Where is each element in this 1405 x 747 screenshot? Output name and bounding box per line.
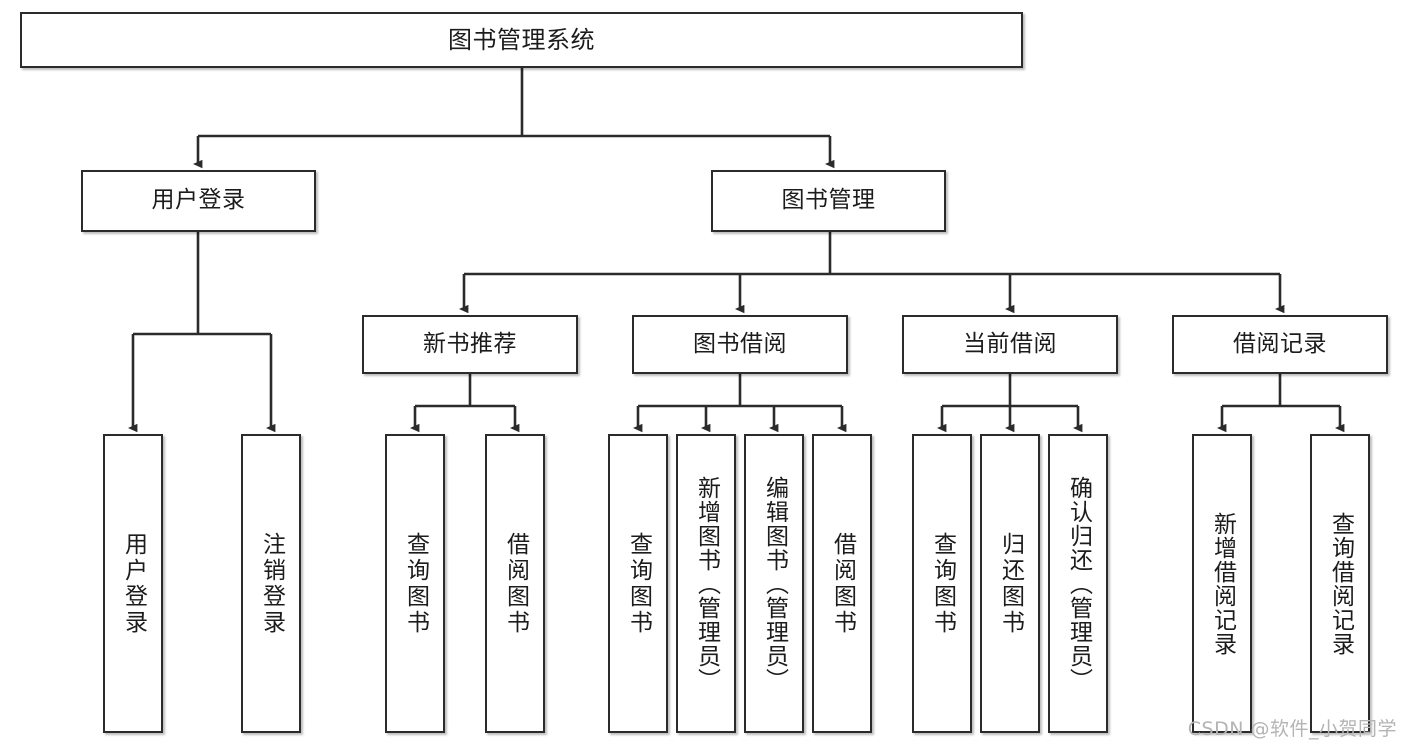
node-user-login[interactable]: 用户登录 xyxy=(81,170,316,232)
node-label: 注销登录 xyxy=(258,531,285,636)
node-label: 查询图书 xyxy=(625,531,652,636)
node-leaf-user-logout[interactable]: 注销登录 xyxy=(241,434,301,733)
node-leaf-query-borrow-record[interactable]: 查询借阅记录 xyxy=(1310,434,1370,733)
node-book-borrow[interactable]: 图书借阅 xyxy=(632,315,848,374)
node-borrow-record[interactable]: 借阅记录 xyxy=(1172,315,1388,374)
node-label: 借阅图书 xyxy=(829,531,856,636)
node-label: 新书推荐 xyxy=(423,330,517,357)
node-label: 查询图书 xyxy=(402,531,429,636)
node-book-management-system[interactable]: 图书管理系统 xyxy=(20,12,1023,68)
node-leaf-query-book-recommend[interactable]: 查询图书 xyxy=(385,434,445,733)
node-label: 归还图书 xyxy=(997,531,1024,636)
node-label: 新增图书（管理员） xyxy=(693,475,720,692)
node-label: 用户登录 xyxy=(151,187,246,214)
node-leaf-query-book-current[interactable]: 查询图书 xyxy=(912,434,972,733)
node-leaf-borrow-book[interactable]: 借阅图书 xyxy=(812,434,872,733)
node-leaf-user-login[interactable]: 用户登录 xyxy=(103,434,163,733)
node-label: 图书管理 xyxy=(781,187,876,214)
node-label: 图书管理系统 xyxy=(448,25,595,54)
node-label: 查询图书 xyxy=(929,531,956,636)
node-label: 借阅记录 xyxy=(1233,330,1327,357)
node-new-book-recommend[interactable]: 新书推荐 xyxy=(362,315,578,374)
node-current-borrow[interactable]: 当前借阅 xyxy=(902,315,1118,374)
node-label: 借阅图书 xyxy=(502,531,529,636)
node-label: 当前借阅 xyxy=(963,330,1057,357)
node-label: 查询借阅记录 xyxy=(1327,511,1354,656)
node-leaf-edit-book-admin[interactable]: 编辑图书（管理员） xyxy=(744,434,804,733)
node-leaf-borrow-book-recommend[interactable]: 借阅图书 xyxy=(485,434,545,733)
node-label: 用户登录 xyxy=(120,531,147,636)
node-leaf-add-borrow-record[interactable]: 新增借阅记录 xyxy=(1192,434,1252,733)
node-label: 新增借阅记录 xyxy=(1209,511,1236,656)
node-leaf-return-book[interactable]: 归还图书 xyxy=(980,434,1040,733)
node-label: 确认归还（管理员） xyxy=(1065,475,1092,692)
node-label: 图书借阅 xyxy=(693,330,787,357)
node-leaf-add-book-admin[interactable]: 新增图书（管理员） xyxy=(676,434,736,733)
node-label: 编辑图书（管理员） xyxy=(761,475,788,692)
node-leaf-query-book-borrow[interactable]: 查询图书 xyxy=(608,434,668,733)
node-leaf-confirm-return-admin[interactable]: 确认归还（管理员） xyxy=(1048,434,1108,733)
node-book-management[interactable]: 图书管理 xyxy=(711,170,946,232)
